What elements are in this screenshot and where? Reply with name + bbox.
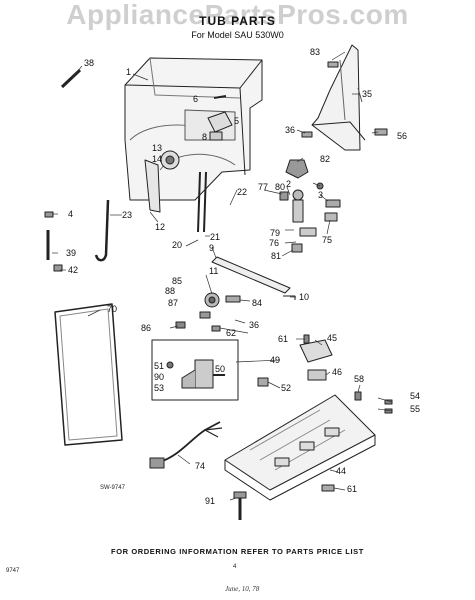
callout-82: 82 xyxy=(320,154,330,164)
bearing-group xyxy=(175,292,241,332)
callout-38: 38 xyxy=(84,58,94,68)
callout-88: 88 xyxy=(165,286,175,296)
callout-77: 77 xyxy=(258,182,268,192)
callout-36-mid: 36 xyxy=(249,320,259,330)
screw-36a xyxy=(301,131,313,138)
ordering-footer: FOR ORDERING INFORMATION REFER TO PARTS … xyxy=(111,547,364,556)
date-note: June, 10, 78 xyxy=(225,585,260,593)
callout-36-top: 36 xyxy=(285,125,295,135)
callout-58: 58 xyxy=(354,374,364,384)
callout-81: 81 xyxy=(271,251,281,261)
callout-80: 80 xyxy=(275,182,285,192)
callout-4: 4 xyxy=(68,209,73,219)
callout-61-top: 61 xyxy=(278,334,288,344)
model-subtitle: For Model SAU 530W0 xyxy=(191,30,284,40)
callout-55: 55 xyxy=(410,404,420,414)
pump-50 xyxy=(166,359,225,389)
clip-42 xyxy=(53,264,63,272)
callout-3: 3 xyxy=(318,190,323,200)
callout-83: 83 xyxy=(310,47,320,57)
callout-70: 70 xyxy=(107,304,117,314)
callout-23: 23 xyxy=(122,210,132,220)
callout-56: 56 xyxy=(397,131,407,141)
callout-44: 44 xyxy=(336,466,346,476)
callout-86: 86 xyxy=(141,323,151,333)
callout-90: 90 xyxy=(154,372,164,382)
callout-61-bottom: 61 xyxy=(347,484,357,494)
callout-85: 85 xyxy=(172,276,182,286)
door-panel-70 xyxy=(54,303,123,446)
callout-22: 22 xyxy=(237,187,247,197)
base-pan-44 xyxy=(224,394,376,501)
screw-56 xyxy=(374,128,388,136)
strap-9 xyxy=(211,256,291,294)
callout-74: 74 xyxy=(195,461,205,471)
callout-10: 10 xyxy=(299,292,309,302)
callout-84: 84 xyxy=(252,298,262,308)
callout-79: 79 xyxy=(270,228,280,238)
callout-52: 52 xyxy=(281,383,291,393)
knob-82 xyxy=(285,159,309,179)
page-ref-left: 9747 xyxy=(6,568,20,574)
callout-54: 54 xyxy=(410,391,420,401)
callout-12: 12 xyxy=(155,222,165,232)
callout-1: 1 xyxy=(126,67,131,77)
tub-assembly xyxy=(124,57,263,233)
page-title: TUB PARTS xyxy=(199,14,276,28)
callout-87: 87 xyxy=(168,298,178,308)
clip-52 xyxy=(257,377,269,387)
callout-13: 13 xyxy=(152,143,162,153)
switch-46 xyxy=(307,369,327,381)
screw-58 xyxy=(354,391,362,401)
callout-76: 76 xyxy=(269,238,279,248)
bracket-35 xyxy=(311,44,366,151)
power-cord-74 xyxy=(149,421,223,469)
callout-75: 75 xyxy=(322,235,332,245)
watermark: AppliancePartsPros.com xyxy=(66,0,409,30)
screw-83 xyxy=(327,61,339,68)
foot-61b xyxy=(321,484,335,492)
callout-46: 46 xyxy=(332,367,342,377)
drain-hose xyxy=(94,199,110,262)
callout-11: 11 xyxy=(209,266,218,276)
callout-14: 14 xyxy=(152,154,162,164)
callout-53: 53 xyxy=(154,383,164,393)
callout-49: 49 xyxy=(270,355,280,365)
callout-20: 20 xyxy=(172,240,182,250)
pump-frame-49 xyxy=(151,339,239,401)
callout-6: 6 xyxy=(193,94,198,104)
callout-21: 21 xyxy=(210,232,220,242)
callout-45: 45 xyxy=(327,333,337,343)
callout-50: 50 xyxy=(215,364,225,374)
bracket-10 xyxy=(283,295,296,300)
callout-35: 35 xyxy=(362,89,372,99)
callout-8: 8 xyxy=(202,132,207,142)
callout-39: 39 xyxy=(66,248,76,258)
callout-51: 51 xyxy=(154,361,164,371)
rod-38 xyxy=(60,68,82,89)
callout-2: 2 xyxy=(286,179,291,189)
clip-4 xyxy=(44,211,54,218)
callout-62: 62 xyxy=(226,328,236,338)
callout-91: 91 xyxy=(205,496,215,506)
callout-5: 5 xyxy=(234,116,239,126)
callout-9: 9 xyxy=(209,243,214,253)
switch-45 xyxy=(299,339,333,363)
vent-components xyxy=(207,95,233,141)
page-ref-center: 4 xyxy=(233,564,237,570)
screw-91 xyxy=(233,491,247,520)
valve-assembly xyxy=(279,182,341,253)
drawing-number: SW-9747 xyxy=(100,485,125,491)
callout-42: 42 xyxy=(68,265,78,275)
